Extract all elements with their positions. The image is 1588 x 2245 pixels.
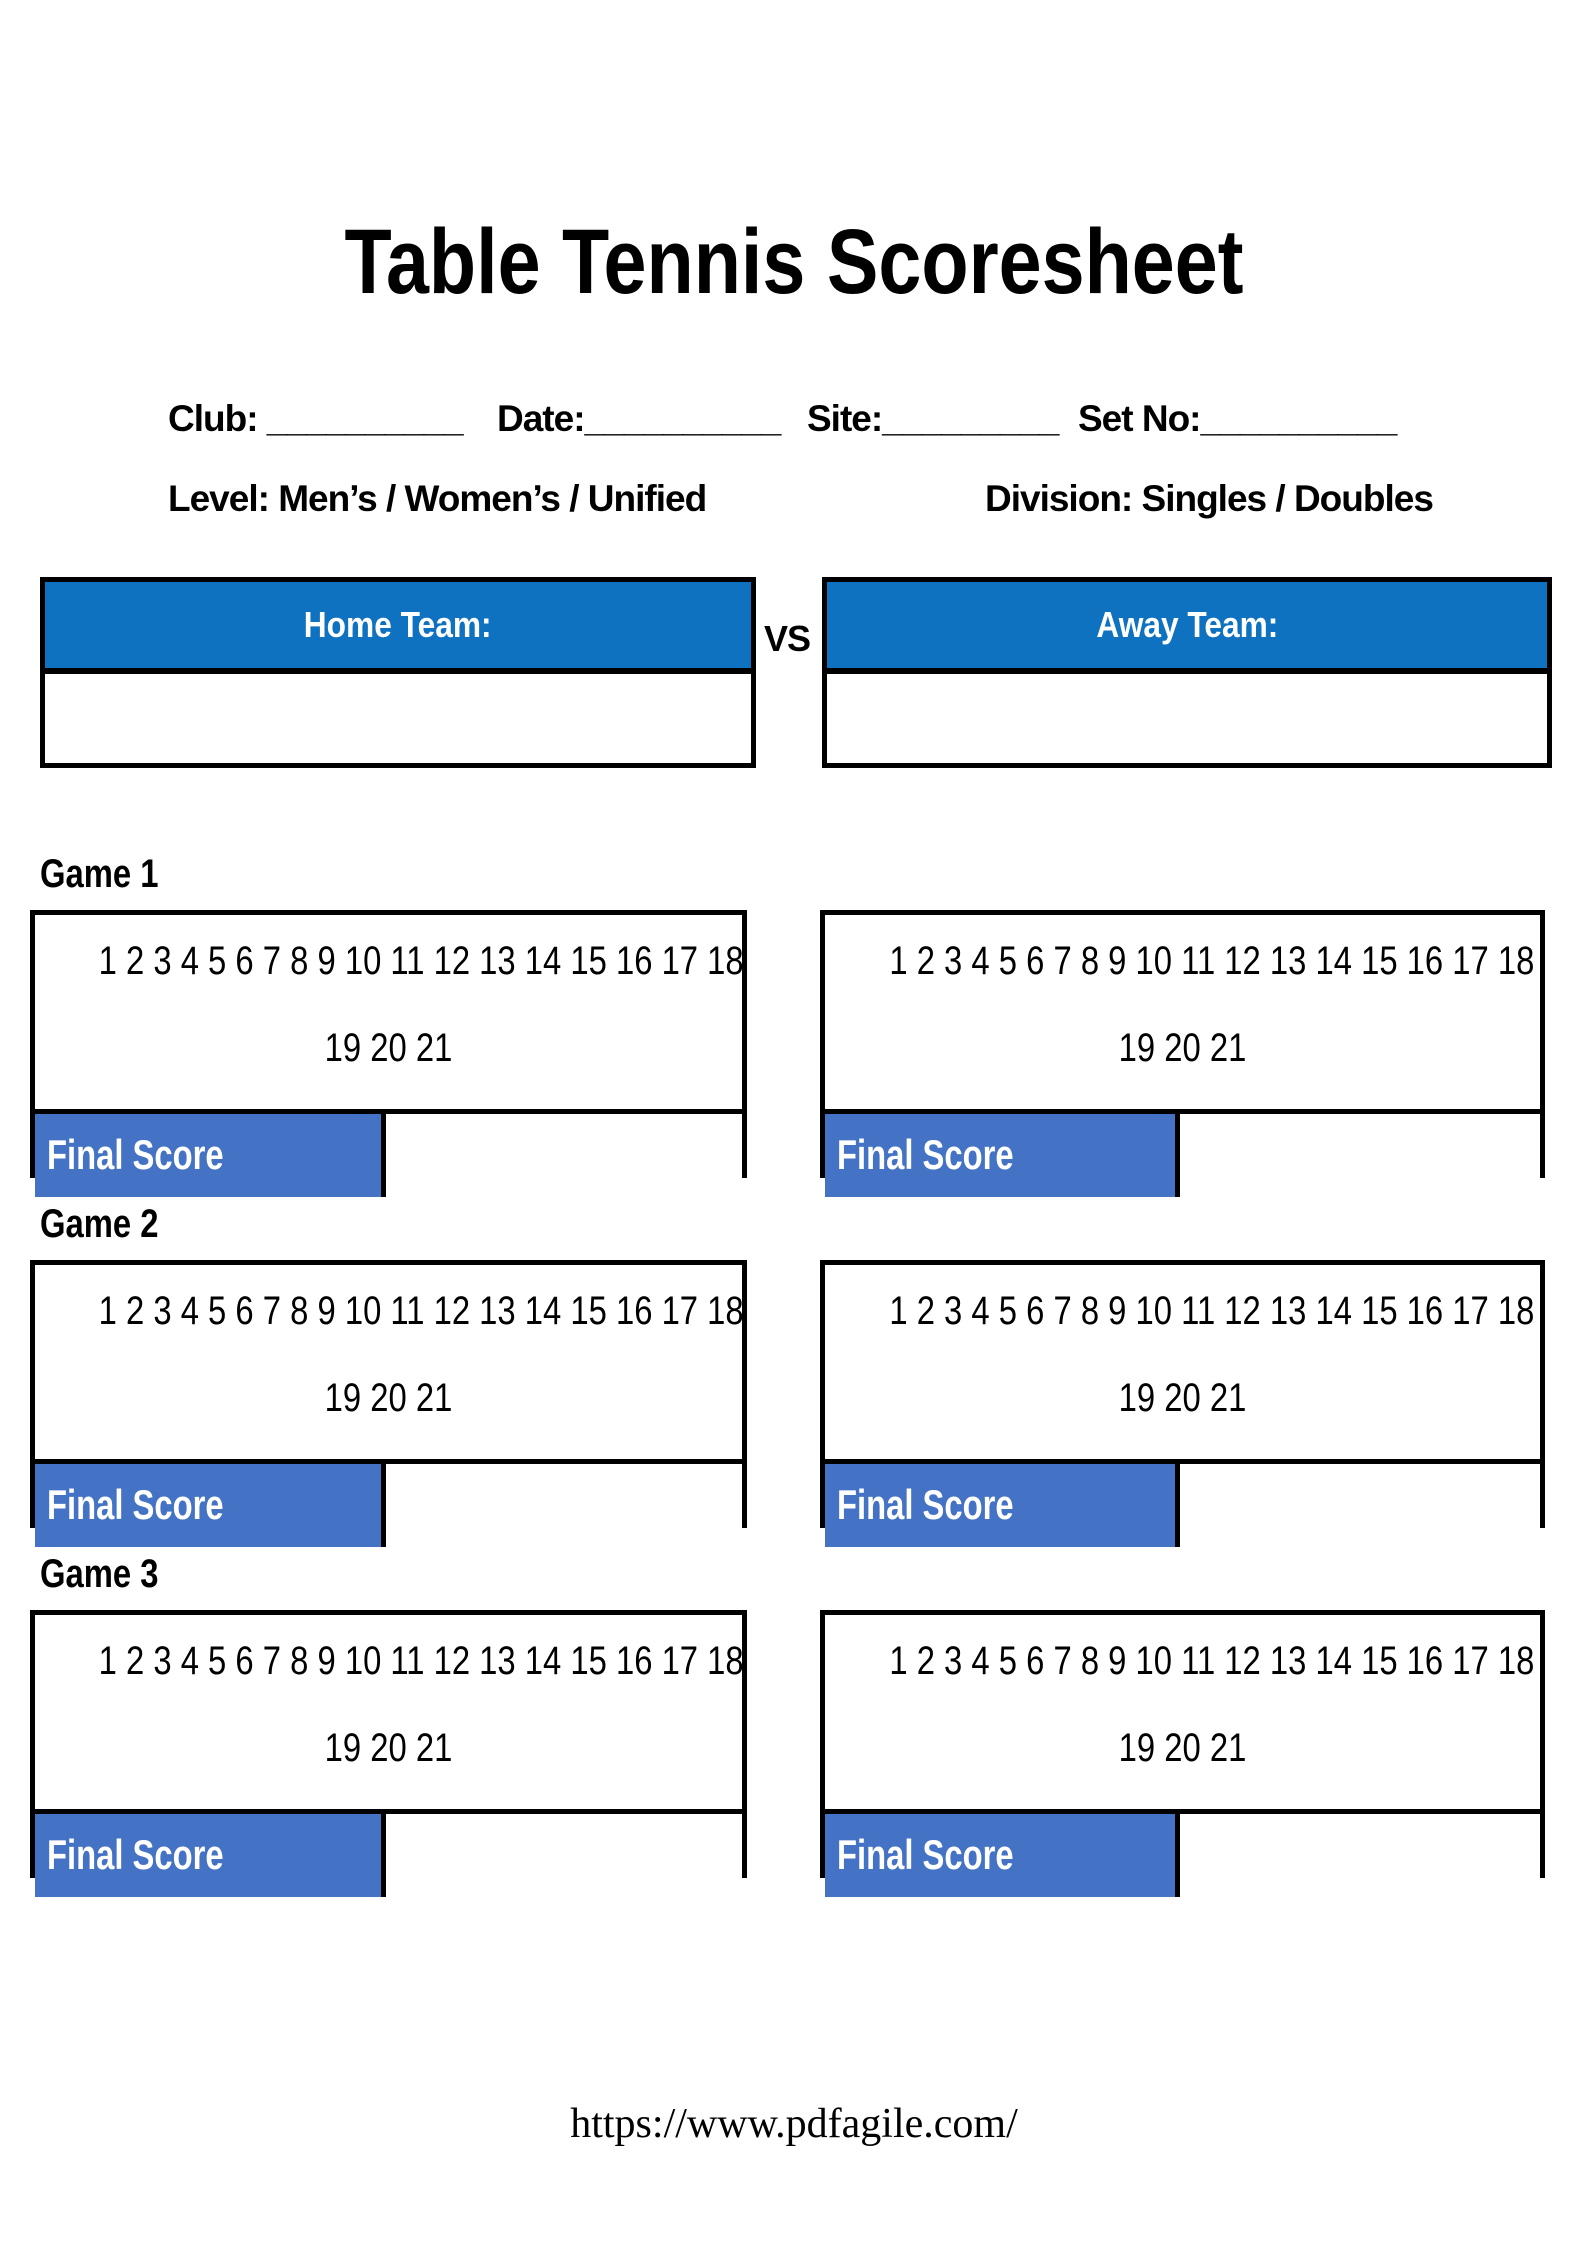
game1-home-box: 1 2 3 4 5 6 7 8 9 10 11 12 13 14 15 16 1… [30, 910, 747, 1197]
game2-home-final-score-cell[interactable] [385, 1464, 742, 1547]
game3-away-points-area: 1 2 3 4 5 6 7 8 9 10 11 12 13 14 15 16 1… [825, 1639, 1540, 1809]
game1-away-final-score-label: Final Score [837, 1131, 1014, 1178]
date-field[interactable]: Date:__________ [497, 398, 781, 439]
division-options: Division: Singles / Doubles [985, 478, 1434, 519]
game3-home-final-score-header: Final Score [35, 1814, 386, 1897]
game1-away-points-row1[interactable]: 1 2 3 4 5 6 7 8 9 10 11 12 13 14 15 16 1… [889, 939, 1535, 983]
page-title: Table Tennis Scoresheet [344, 211, 1244, 313]
game3-heading: Game 3 [40, 1552, 159, 1596]
game3-away-points-row2[interactable]: 19 20 21 [1118, 1726, 1247, 1770]
game1-away-final-row: Final Score [825, 1109, 1540, 1197]
home-team-header-label: Home Team: [304, 604, 492, 645]
game2-away-points-row1[interactable]: 1 2 3 4 5 6 7 8 9 10 11 12 13 14 15 16 1… [889, 1289, 1535, 1333]
site-field[interactable]: Site:_________ [807, 398, 1059, 439]
game1-home-points-area: 1 2 3 4 5 6 7 8 9 10 11 12 13 14 15 16 1… [35, 939, 744, 1109]
away-team-header: Away Team: [827, 582, 1547, 674]
game2-home-final-score-label: Final Score [47, 1481, 224, 1528]
game2-home-points-row1[interactable]: 1 2 3 4 5 6 7 8 9 10 11 12 13 14 15 16 1… [98, 1289, 744, 1333]
set-no-field[interactable]: Set No:__________ [1078, 398, 1397, 439]
game3-away-final-score-label: Final Score [837, 1831, 1014, 1878]
game3-away-points-row1[interactable]: 1 2 3 4 5 6 7 8 9 10 11 12 13 14 15 16 1… [889, 1639, 1535, 1683]
club-field[interactable]: Club: __________ [168, 398, 464, 439]
game2-away-points-area: 1 2 3 4 5 6 7 8 9 10 11 12 13 14 15 16 1… [825, 1289, 1540, 1459]
game1-away-final-score-header: Final Score [825, 1114, 1180, 1197]
game3-home-final-row: Final Score [35, 1809, 742, 1897]
game3-away-final-row: Final Score [825, 1809, 1540, 1897]
game3-home-box: 1 2 3 4 5 6 7 8 9 10 11 12 13 14 15 16 1… [30, 1610, 747, 1897]
game2-home-final-row: Final Score [35, 1459, 742, 1547]
game2-away-final-score-cell[interactable] [1179, 1464, 1540, 1547]
game3-home-points-area: 1 2 3 4 5 6 7 8 9 10 11 12 13 14 15 16 1… [35, 1639, 744, 1809]
game2-home-points-row2[interactable]: 19 20 21 [324, 1376, 453, 1420]
game3-home-points-row1[interactable]: 1 2 3 4 5 6 7 8 9 10 11 12 13 14 15 16 1… [98, 1639, 744, 1683]
game1-away-box: 1 2 3 4 5 6 7 8 9 10 11 12 13 14 15 16 1… [820, 910, 1545, 1197]
game3-away-box: 1 2 3 4 5 6 7 8 9 10 11 12 13 14 15 16 1… [820, 1610, 1545, 1897]
vs-label: VS [763, 618, 811, 659]
game1-away-points-row2[interactable]: 19 20 21 [1118, 1026, 1247, 1070]
game3-away-final-score-header: Final Score [825, 1814, 1180, 1897]
game2-away-final-score-label: Final Score [837, 1481, 1014, 1528]
game3-away-final-score-cell[interactable] [1179, 1814, 1540, 1897]
game2-home-final-score-header: Final Score [35, 1464, 386, 1547]
game1-home-final-score-cell[interactable] [385, 1114, 742, 1197]
game2-away-points-row2[interactable]: 19 20 21 [1118, 1376, 1247, 1420]
game1-away-final-score-cell[interactable] [1179, 1114, 1540, 1197]
game1-home-final-score-label: Final Score [47, 1131, 224, 1178]
game3-home-final-score-cell[interactable] [385, 1814, 742, 1897]
home-team-name-cell[interactable] [45, 674, 751, 763]
game2-home-box: 1 2 3 4 5 6 7 8 9 10 11 12 13 14 15 16 1… [30, 1260, 747, 1547]
home-team-header: Home Team: [45, 582, 751, 674]
game1-away-points-area: 1 2 3 4 5 6 7 8 9 10 11 12 13 14 15 16 1… [825, 939, 1540, 1109]
game1-heading: Game 1 [40, 852, 159, 896]
game1-home-points-row1[interactable]: 1 2 3 4 5 6 7 8 9 10 11 12 13 14 15 16 1… [98, 939, 744, 983]
game3-home-points-row2[interactable]: 19 20 21 [324, 1726, 453, 1770]
footer-url-link[interactable]: https://www.pdfagile.com/ [570, 2101, 1018, 2147]
game3-home-final-score-label: Final Score [47, 1831, 224, 1878]
away-team-header-label: Away Team: [1096, 604, 1278, 645]
away-team-table: Away Team: [822, 577, 1552, 768]
home-team-table: Home Team: [40, 577, 756, 768]
level-options: Level: Men’s / Women’s / Unified [168, 478, 707, 519]
game2-away-box: 1 2 3 4 5 6 7 8 9 10 11 12 13 14 15 16 1… [820, 1260, 1545, 1547]
game2-away-final-score-header: Final Score [825, 1464, 1180, 1547]
game1-home-final-row: Final Score [35, 1109, 742, 1197]
game2-heading: Game 2 [40, 1202, 159, 1246]
away-team-name-cell[interactable] [827, 674, 1547, 763]
game1-home-final-score-header: Final Score [35, 1114, 386, 1197]
game2-home-points-area: 1 2 3 4 5 6 7 8 9 10 11 12 13 14 15 16 1… [35, 1289, 744, 1459]
game2-away-final-row: Final Score [825, 1459, 1540, 1547]
game1-home-points-row2[interactable]: 19 20 21 [324, 1026, 453, 1070]
